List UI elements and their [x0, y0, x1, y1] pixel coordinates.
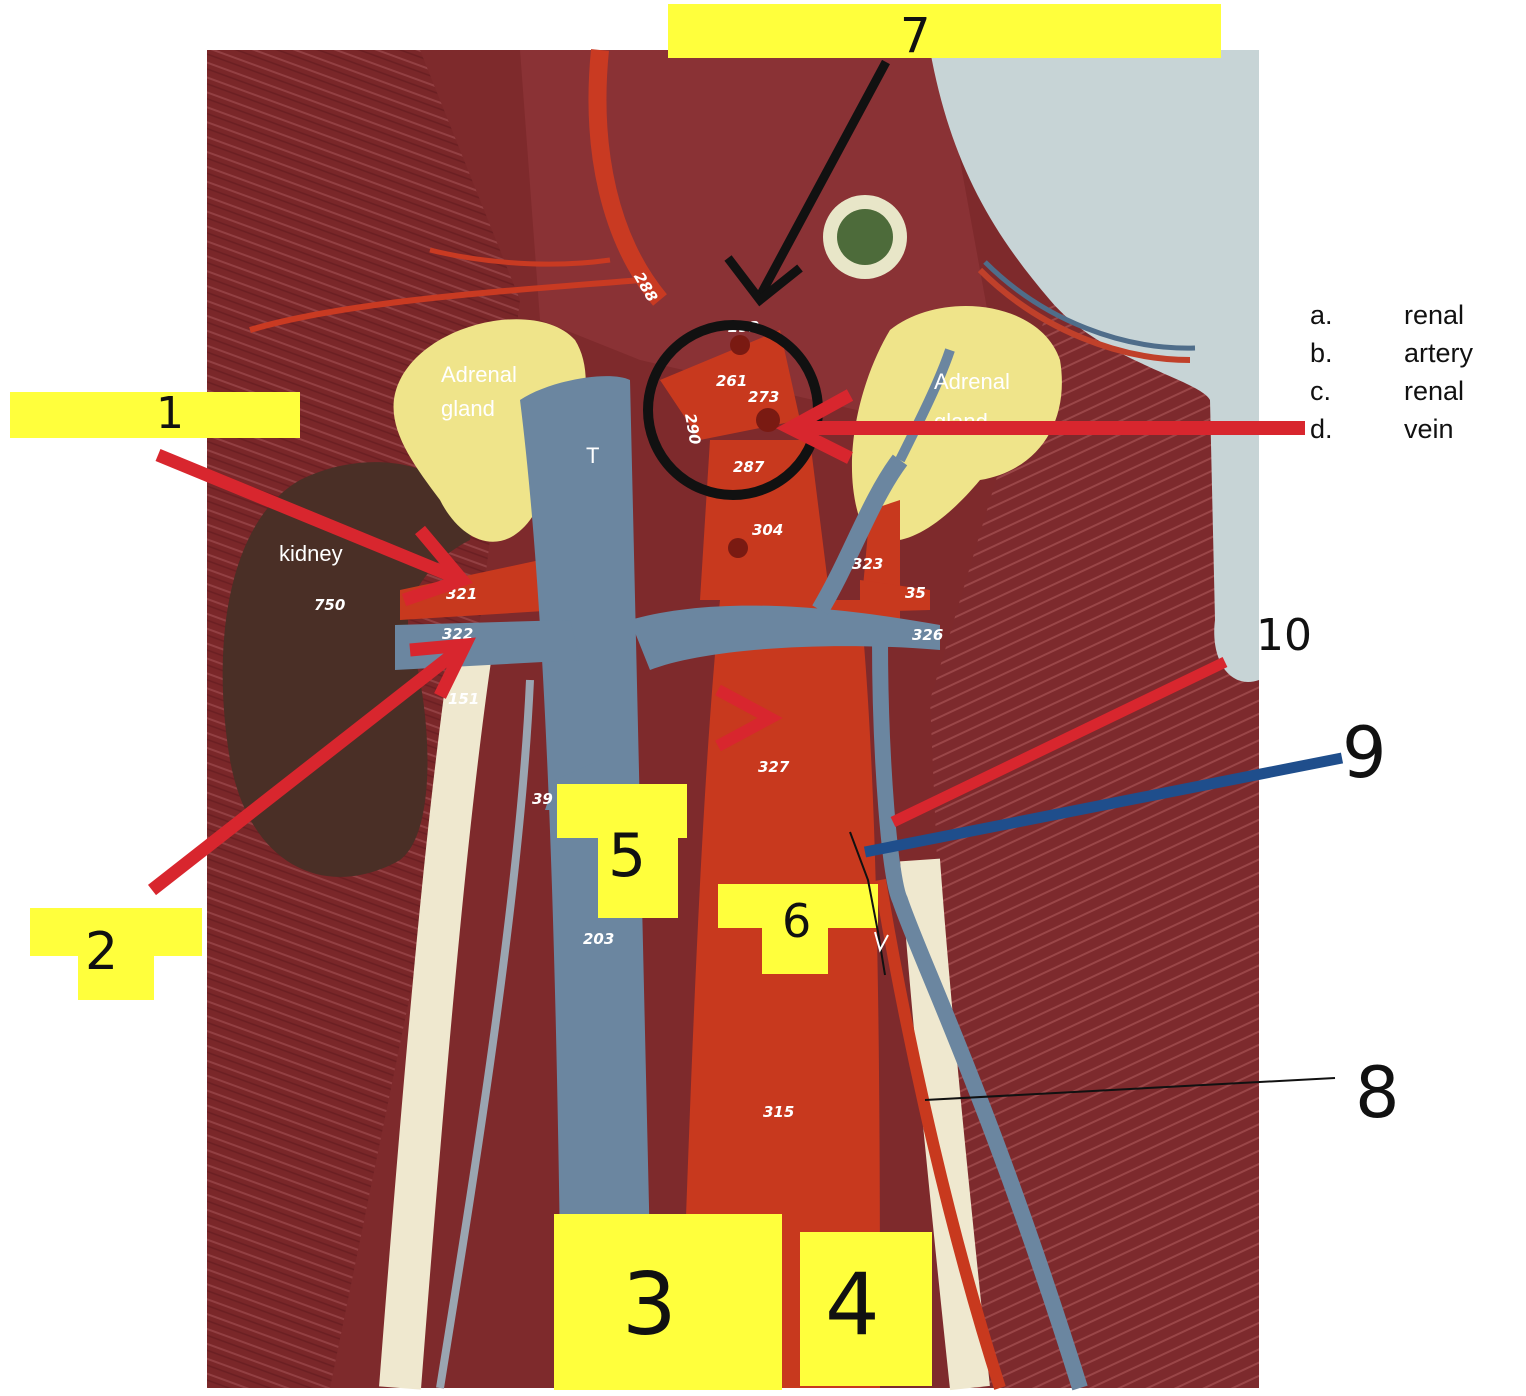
adrenal-label-right-line1: Adrenal — [934, 369, 1010, 394]
aorta-upper — [700, 440, 830, 600]
choice-word: artery — [1404, 338, 1474, 368]
model-number: 750 — [314, 596, 346, 614]
model-number: 151 — [448, 690, 480, 708]
model-number: 327 — [758, 758, 790, 776]
label-2: 2 — [85, 922, 119, 982]
choice-c: c. renal — [1310, 376, 1510, 414]
tag-5-highlight — [557, 784, 687, 838]
choice-b: b. artery — [1310, 338, 1510, 376]
model-number: 304 — [752, 521, 784, 539]
choice-letter: c. — [1310, 376, 1332, 406]
model-number: 273 — [748, 388, 780, 406]
model-number: 323 — [852, 555, 884, 573]
tag-3-highlight — [554, 1214, 782, 1390]
label-3: 3 — [622, 1255, 677, 1355]
tag-2-highlight — [30, 908, 202, 956]
label-7: 7 — [900, 8, 931, 64]
model-number: 35 — [905, 584, 926, 602]
label-10-line — [890, 657, 1228, 827]
label-9-line — [863, 752, 1344, 858]
tag-2-highlight-lower — [78, 956, 154, 1000]
choice-word: renal — [1404, 300, 1465, 330]
adrenal-label-left-line2: gland — [441, 396, 495, 422]
kidney-model — [222, 462, 471, 877]
inferior-vena-cava — [520, 376, 650, 1303]
choice-letter: a. — [1310, 300, 1333, 330]
renal-vein-right — [630, 605, 940, 670]
label-7-arrow — [756, 59, 890, 299]
model-number: 315 — [763, 1103, 795, 1121]
label-5: 5 — [608, 821, 647, 891]
model-number: 261 — [716, 372, 748, 390]
tag-5-highlight-lower — [598, 836, 678, 918]
choice-d: d. vein — [1310, 414, 1510, 452]
label-6: 6 — [782, 894, 812, 948]
choice-letter: b. — [1310, 338, 1333, 368]
t-label: T — [586, 443, 600, 468]
ureter-right — [900, 858, 990, 1391]
muscle-right — [930, 300, 1259, 1388]
renal-artery-left — [400, 560, 560, 620]
choice-a: a. renal — [1310, 300, 1510, 338]
choice-word: vein — [1404, 414, 1454, 444]
aorta-chevron — [715, 684, 783, 752]
tag-6-highlight — [718, 884, 878, 928]
label-1-arrow — [155, 448, 465, 587]
label-10: 10 — [1256, 610, 1312, 661]
model-number: 287 — [733, 458, 765, 476]
label-9: 9 — [1342, 712, 1387, 794]
tag-7-highlight — [668, 4, 1221, 58]
kidney-label: kidney — [279, 541, 343, 566]
label-1: 1 — [156, 388, 184, 439]
adrenal-label-left-line1: Adrenal — [441, 362, 517, 387]
choice-letter: d. — [1310, 414, 1333, 444]
adrenal-label-left: Adrenal gland — [441, 362, 517, 423]
answer-choices: a. renal b. artery c. renal d. vein — [1310, 300, 1510, 452]
model-number: 203 — [583, 930, 615, 948]
tag-4-highlight — [800, 1232, 932, 1386]
label-2-arrow — [147, 639, 470, 896]
label-8: 8 — [1355, 1052, 1400, 1134]
tag-6-highlight-lower — [762, 926, 828, 974]
model-number: 39 — [532, 790, 553, 808]
label-4: 4 — [825, 1255, 880, 1355]
model-number: 326 — [912, 626, 944, 644]
liver-model — [930, 50, 1259, 682]
ureter-left — [379, 657, 491, 1390]
muscle-center — [520, 50, 1000, 420]
choice-word: renal — [1404, 376, 1465, 406]
label-8-line — [924, 1077, 1336, 1101]
aorta — [680, 600, 880, 1388]
label-7-circle — [643, 320, 823, 500]
tag-1-highlight — [10, 392, 300, 438]
